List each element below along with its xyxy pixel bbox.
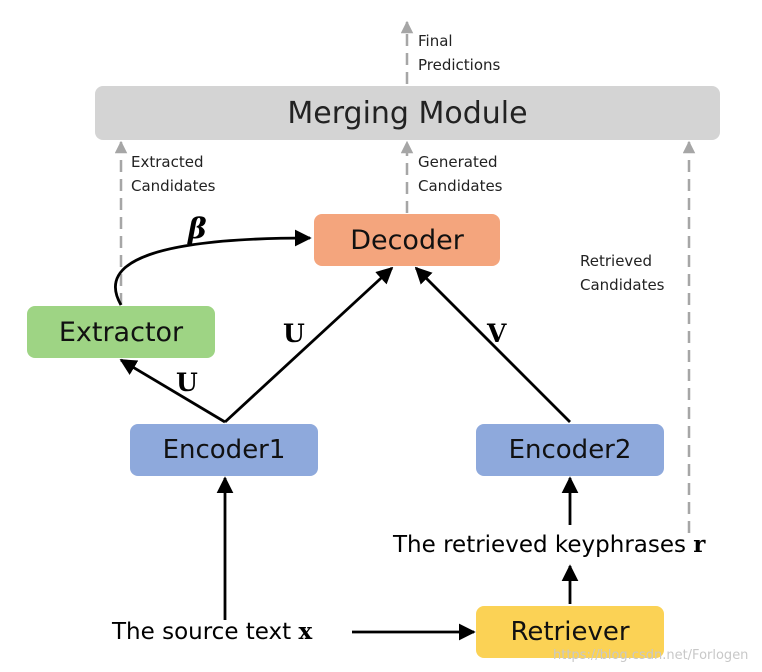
decoder-box: Decoder <box>314 214 500 266</box>
retriever-box: Retriever <box>476 606 664 658</box>
merging-module-box: Merging Module <box>95 86 720 140</box>
final-predictions-line1: Final <box>418 32 453 50</box>
encoder1-box: Encoder1 <box>130 424 318 476</box>
encoder2-to-decoder-arrow <box>414 266 571 423</box>
final-predictions-label: Final Predictions <box>418 29 500 77</box>
beta-symbol: β <box>188 212 207 245</box>
retrieved-keyphrases-label: The retrieved keyphrases r <box>393 533 705 557</box>
watermark: https://blog.csdn.net/Forlogen <box>553 648 749 663</box>
v-symbol: V <box>487 319 507 348</box>
source-var-x: x <box>298 618 313 645</box>
encoder1-to-decoder-arrow <box>224 266 394 424</box>
extracted-candidates-label: Extracted Candidates <box>131 150 216 198</box>
generated-candidates-line1: Generated <box>418 153 498 171</box>
extractor-box: Extractor <box>27 306 215 358</box>
generated-candidates-label: Generated Candidates <box>418 150 503 198</box>
source-text-label: The source text x <box>112 620 312 644</box>
retrieved-candidates-line1: Retrieved <box>580 252 653 270</box>
u-symbol-mid: U <box>283 319 305 348</box>
final-predictions-line2: Predictions <box>418 56 501 74</box>
retrieved-var-r: r <box>693 531 706 558</box>
extracted-candidates-line1: Extracted <box>131 153 204 171</box>
generated-candidates-line2: Candidates <box>418 177 503 195</box>
retrieved-keyphrases-text: The retrieved keyphrases <box>393 532 694 558</box>
retrieved-candidates-line2: Candidates <box>580 276 665 294</box>
beta-curve-arrow <box>114 229 312 306</box>
u-symbol-left: U <box>176 368 198 397</box>
extracted-candidates-line2: Candidates <box>131 177 216 195</box>
retrieved-candidates-label: Retrieved Candidates <box>580 249 665 297</box>
encoder2-box: Encoder2 <box>476 424 664 476</box>
source-text: The source text <box>112 619 299 645</box>
encoder1-to-extractor-arrow <box>119 358 226 424</box>
